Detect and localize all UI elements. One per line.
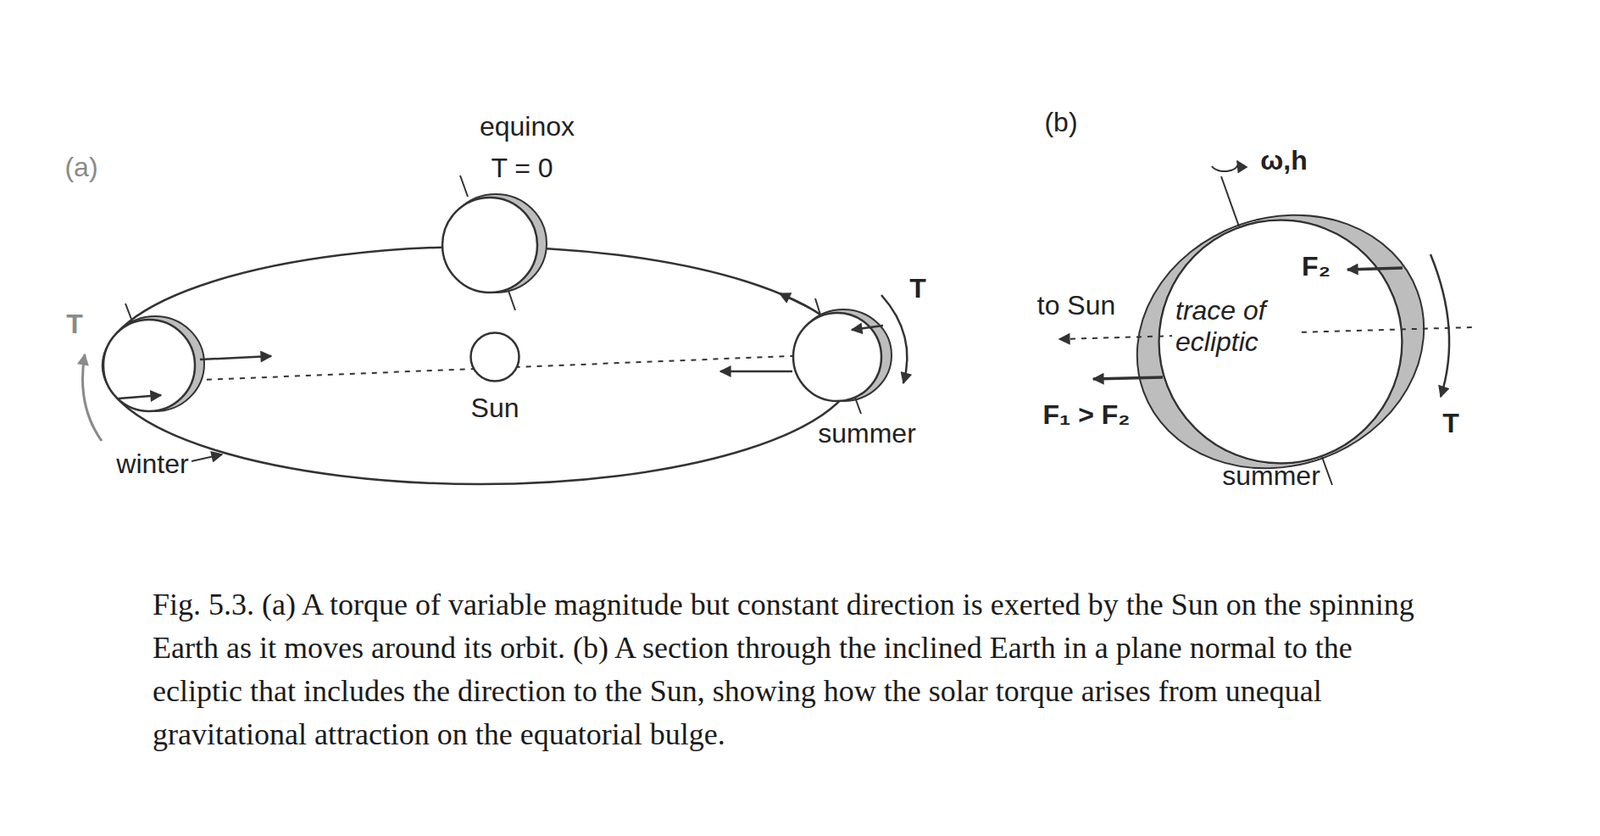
force-arrow bbox=[851, 325, 884, 330]
orbit-arrow bbox=[779, 293, 810, 308]
earth-axis bbox=[125, 303, 133, 322]
season-label: summer bbox=[817, 418, 917, 449]
force-arrow bbox=[1347, 267, 1403, 270]
earth-axis bbox=[855, 397, 862, 414]
earth-section-fill bbox=[1157, 218, 1404, 465]
equatorial-bulge bbox=[1100, 175, 1460, 508]
torque-arrow bbox=[1430, 254, 1450, 397]
season-label: winter bbox=[116, 449, 189, 479]
torque-value: T = 0 bbox=[490, 153, 553, 184]
torque-symbol: T bbox=[909, 273, 927, 304]
earth-circle bbox=[793, 312, 882, 401]
sun-circle: Sun bbox=[469, 331, 521, 383]
node-circle bbox=[1159, 220, 1403, 464]
panel-letter: (b) bbox=[1044, 107, 1078, 138]
node-outline bbox=[469, 331, 521, 383]
force-label: F₁ > F₂ bbox=[1042, 400, 1130, 430]
node-text: Sun bbox=[471, 392, 520, 424]
spin-axis bbox=[1221, 176, 1239, 227]
torque-arrow bbox=[83, 354, 103, 441]
force-arrow bbox=[1093, 377, 1163, 379]
earth-circle bbox=[103, 319, 195, 412]
node-circle bbox=[471, 333, 520, 382]
position-label: equinox bbox=[479, 111, 575, 142]
earth-axis bbox=[508, 290, 516, 311]
torque-arrow bbox=[881, 294, 907, 384]
figure-caption: Fig. 5.3. (a) A torque of variable magni… bbox=[152, 583, 1416, 756]
force-arrow bbox=[118, 394, 162, 399]
node-text: trace of ecliptic bbox=[1172, 294, 1298, 358]
earth-axis bbox=[815, 298, 821, 315]
spin-symbol bbox=[1211, 161, 1239, 172]
earth-circle bbox=[442, 197, 538, 293]
direction-label: to Sun bbox=[1037, 290, 1117, 321]
earth-section: trace of ecliptic bbox=[1157, 218, 1404, 465]
spin-axis bbox=[1322, 456, 1333, 485]
panel-letter: (a) bbox=[64, 152, 98, 183]
earth-axis bbox=[460, 175, 468, 197]
leader-arrow bbox=[191, 454, 223, 462]
torque-symbol: T bbox=[1442, 408, 1460, 439]
spin-symbol-label: ω,h bbox=[1260, 145, 1307, 176]
force-arrow bbox=[720, 370, 793, 373]
torque-symbol: T bbox=[66, 309, 84, 339]
force-arrow bbox=[200, 355, 272, 360]
season-label: summer bbox=[1222, 461, 1321, 491]
force-label: F₂ bbox=[1301, 251, 1331, 282]
